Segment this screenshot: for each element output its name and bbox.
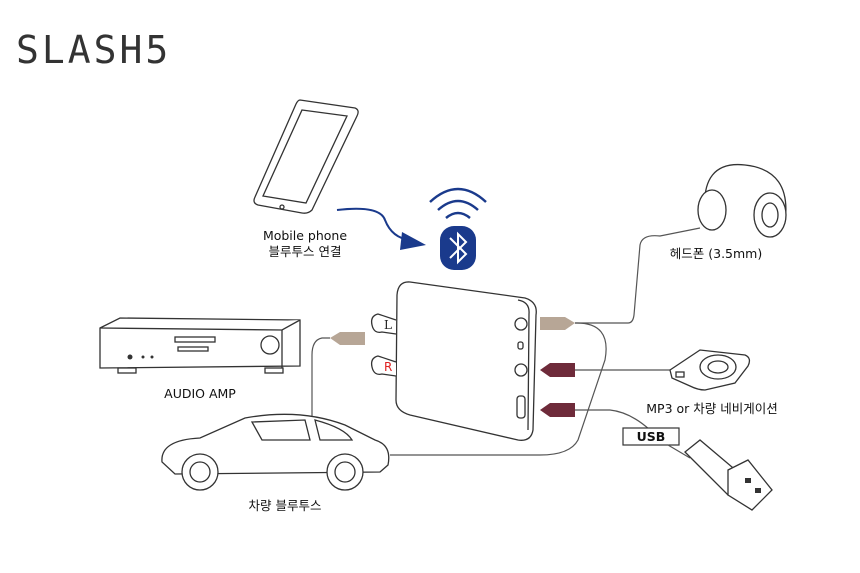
brand-title: SLASH5 — [16, 28, 171, 72]
headphone-output-arrow — [540, 317, 575, 330]
phone-label: Mobile phone — [263, 228, 347, 243]
connection-lines — [311, 227, 701, 456]
usb-plug-icon — [667, 439, 773, 511]
headphone-label: 헤드폰 (3.5mm) — [670, 246, 762, 261]
car-icon — [161, 413, 390, 491]
headphones-icon — [697, 163, 787, 238]
usb-label-box — [622, 427, 680, 446]
amp-output-arrow — [330, 332, 365, 345]
arrow-head-icon — [400, 232, 426, 250]
bluetooth-icon — [429, 187, 487, 270]
mp3-label: MP3 or 차량 네비게이션 — [646, 401, 777, 416]
mp3-player-icon — [669, 349, 751, 391]
amp-label: AUDIO AMP — [164, 386, 236, 401]
aux-input-arrow — [540, 363, 575, 377]
port-right-label: R — [384, 360, 392, 374]
car-label: 차량 블루투스 — [249, 498, 322, 513]
audio-amp-icon — [99, 317, 301, 374]
phone-sublabel: 블루투스 연결 — [269, 244, 342, 259]
mobile-phone-icon — [253, 99, 359, 214]
bluetooth-pairing-arrow — [336, 207, 411, 241]
usb-input-arrow — [540, 403, 575, 417]
port-left-label: L — [384, 318, 392, 332]
usb-label: USB — [637, 429, 666, 444]
slash5-device — [370, 281, 537, 441]
